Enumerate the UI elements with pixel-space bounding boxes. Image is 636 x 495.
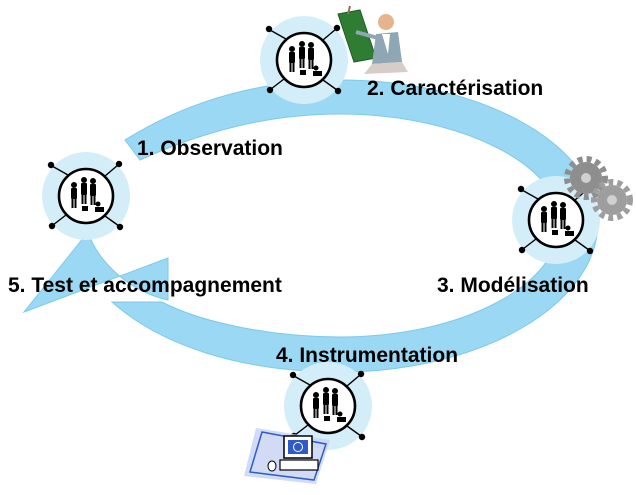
cycle-arrow-band — [110, 79, 599, 373]
step-label-caracterisation: 2. Caractérisation — [367, 77, 544, 100]
step-label-instrumentation: 4. Instrumentation — [276, 344, 459, 367]
gears-icon — [564, 156, 633, 221]
step-label-observation: 1. Observation — [137, 137, 283, 160]
node-caracterisation — [258, 14, 350, 106]
presenter-icon — [337, 5, 408, 74]
people-network-icon — [40, 150, 132, 242]
people-network-icon — [258, 14, 350, 106]
node-observation — [40, 150, 132, 242]
step-label-test: 5. Test et accompagnement — [8, 274, 282, 297]
step-label-modelisation: 3. Modélisation — [437, 274, 589, 297]
computer-icon — [244, 428, 330, 484]
